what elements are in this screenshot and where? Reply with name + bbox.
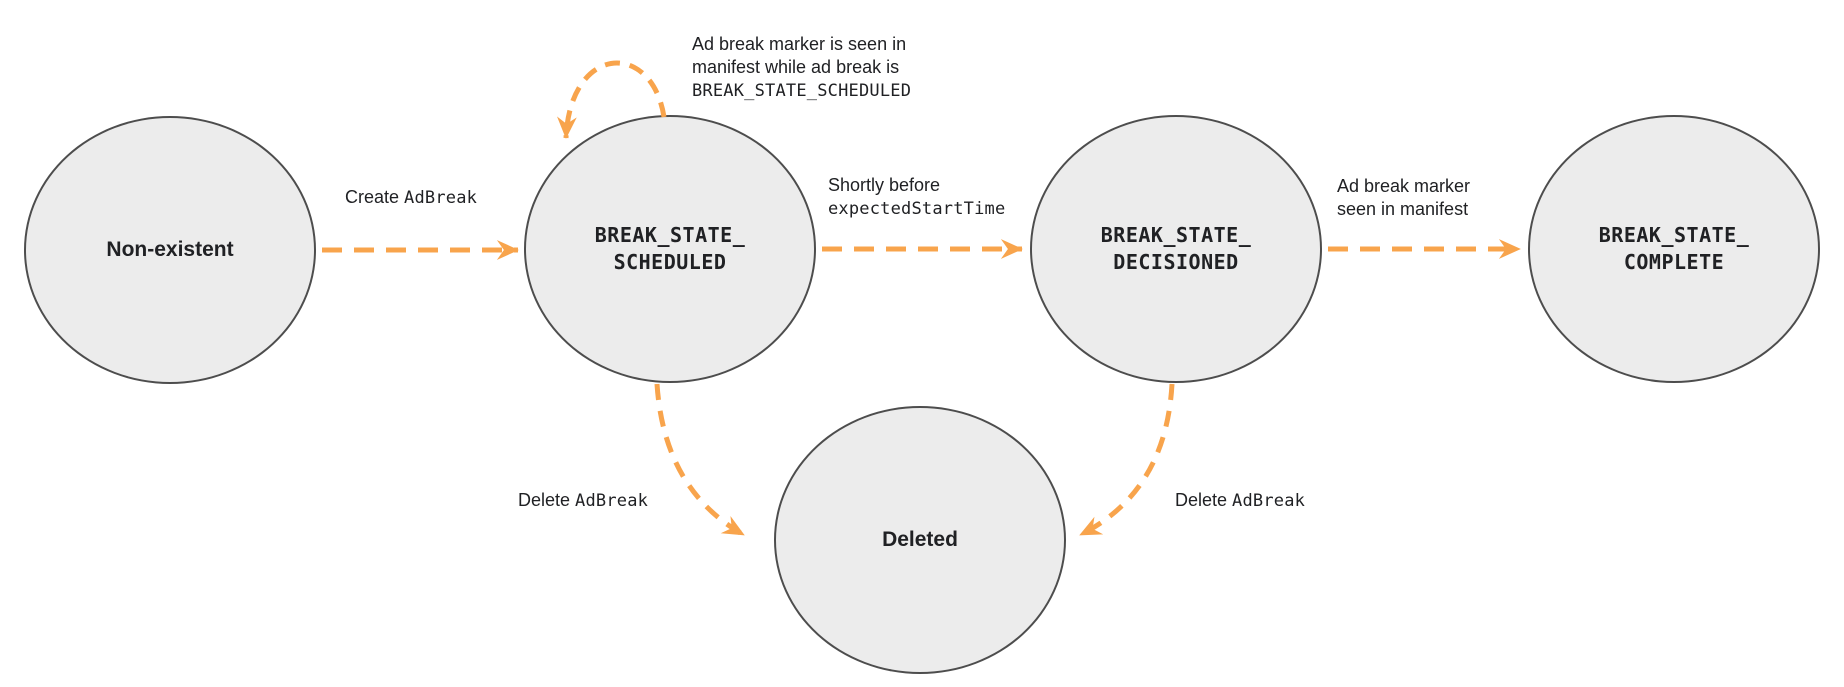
label-part-mono: AdBreak [1232, 491, 1306, 511]
state-break-state-decisioned: BREAK_STATE_ DECISIONED [1030, 115, 1322, 383]
arrow-decisioned-to-deleted [1078, 383, 1175, 538]
transition-label-delete-adbreak-right: Delete AdBreak [1175, 489, 1305, 513]
arrow-scheduled-to-deleted [654, 383, 746, 538]
state-label: BREAK_STATE_ DECISIONED [1101, 222, 1252, 276]
state-label-line2: COMPLETE [1623, 250, 1725, 274]
state-label: Deleted [882, 528, 958, 551]
state-deleted: Deleted [774, 406, 1066, 674]
state-label-line1: BREAK_STATE_ [594, 223, 746, 247]
state-label-line1: BREAK_STATE_ [1100, 223, 1252, 247]
label-line2: expectedStartTime [828, 199, 1006, 219]
label-part-sans: Delete [518, 490, 576, 510]
state-label: BREAK_STATE_ SCHEDULED [595, 222, 746, 276]
state-label-line1: BREAK_STATE_ [1598, 223, 1750, 247]
label-line1: Ad break marker is seen in [692, 34, 907, 54]
transition-label-marker-seen: Ad break marker seen in manifest [1337, 175, 1470, 221]
state-label-line2: SCHEDULED [613, 250, 727, 274]
label-part-mono: AdBreak [575, 491, 649, 511]
label-part-sans: Delete [1175, 490, 1233, 510]
state-non-existent: Non-existent [24, 116, 316, 384]
state-label-line2: DECISIONED [1113, 250, 1239, 274]
state-break-state-scheduled: BREAK_STATE_ SCHEDULED [524, 115, 816, 383]
transition-label-create-adbreak: Create AdBreak [345, 186, 477, 210]
transition-label-shortly-before: Shortly before expectedStartTime [828, 174, 1005, 221]
state-label: BREAK_STATE_ COMPLETE [1599, 222, 1750, 276]
state-break-state-complete: BREAK_STATE_ COMPLETE [1528, 115, 1820, 383]
label-part-mono: AdBreak [404, 188, 478, 208]
label-line2: manifest while ad break is [692, 57, 900, 77]
label-line1: Shortly before [828, 175, 941, 195]
transition-label-delete-adbreak-left: Delete AdBreak [518, 489, 648, 513]
label-line3: BREAK_STATE_SCHEDULED [692, 81, 912, 101]
transition-label-self-loop: Ad break marker is seen in manifest while… [692, 33, 911, 103]
label-line2: seen in manifest [1337, 199, 1469, 219]
state-label: Non-existent [106, 238, 234, 261]
label-part-sans: Create [345, 187, 405, 207]
label-line1: Ad break marker [1337, 176, 1471, 196]
